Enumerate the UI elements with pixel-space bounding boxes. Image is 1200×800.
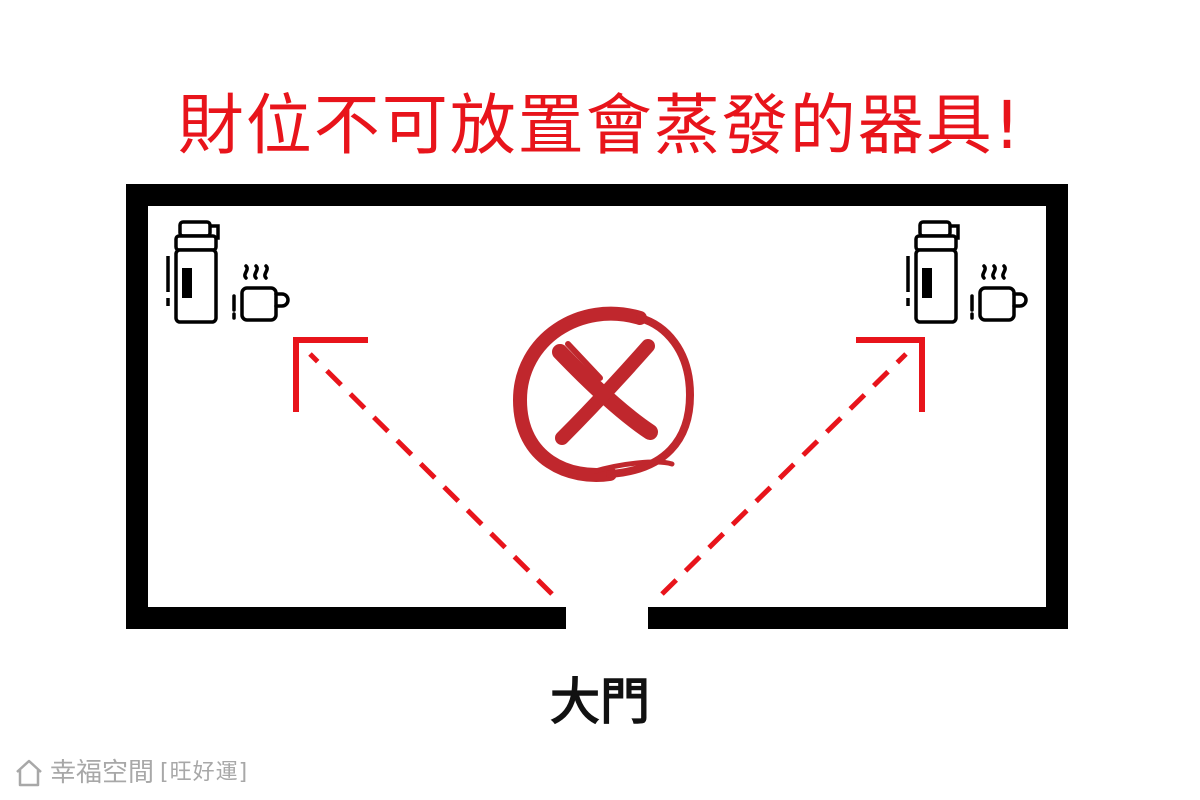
- right-thermos-icon: [906, 220, 960, 324]
- watermark-sub: [旺好運]: [160, 760, 249, 785]
- left-steaming-cup-icon: [232, 264, 290, 322]
- left-thermos-icon: [166, 220, 220, 324]
- room-walls: [126, 184, 1068, 629]
- forbidden-cross-icon: [512, 306, 695, 482]
- left-dashed-arrow: [293, 337, 554, 596]
- right-dashed-arrow: [660, 337, 925, 596]
- right-steaming-cup-icon: [970, 264, 1028, 322]
- house-icon: [16, 759, 42, 787]
- watermark: 幸福空間 [旺好運]: [14, 758, 248, 788]
- watermark-brand: 幸福空間: [50, 758, 155, 788]
- door-label: 大門: [550, 673, 650, 731]
- page-title: 財位不可放置會蒸發的器具!: [177, 87, 1023, 164]
- wall-left-bottom: [126, 184, 1068, 629]
